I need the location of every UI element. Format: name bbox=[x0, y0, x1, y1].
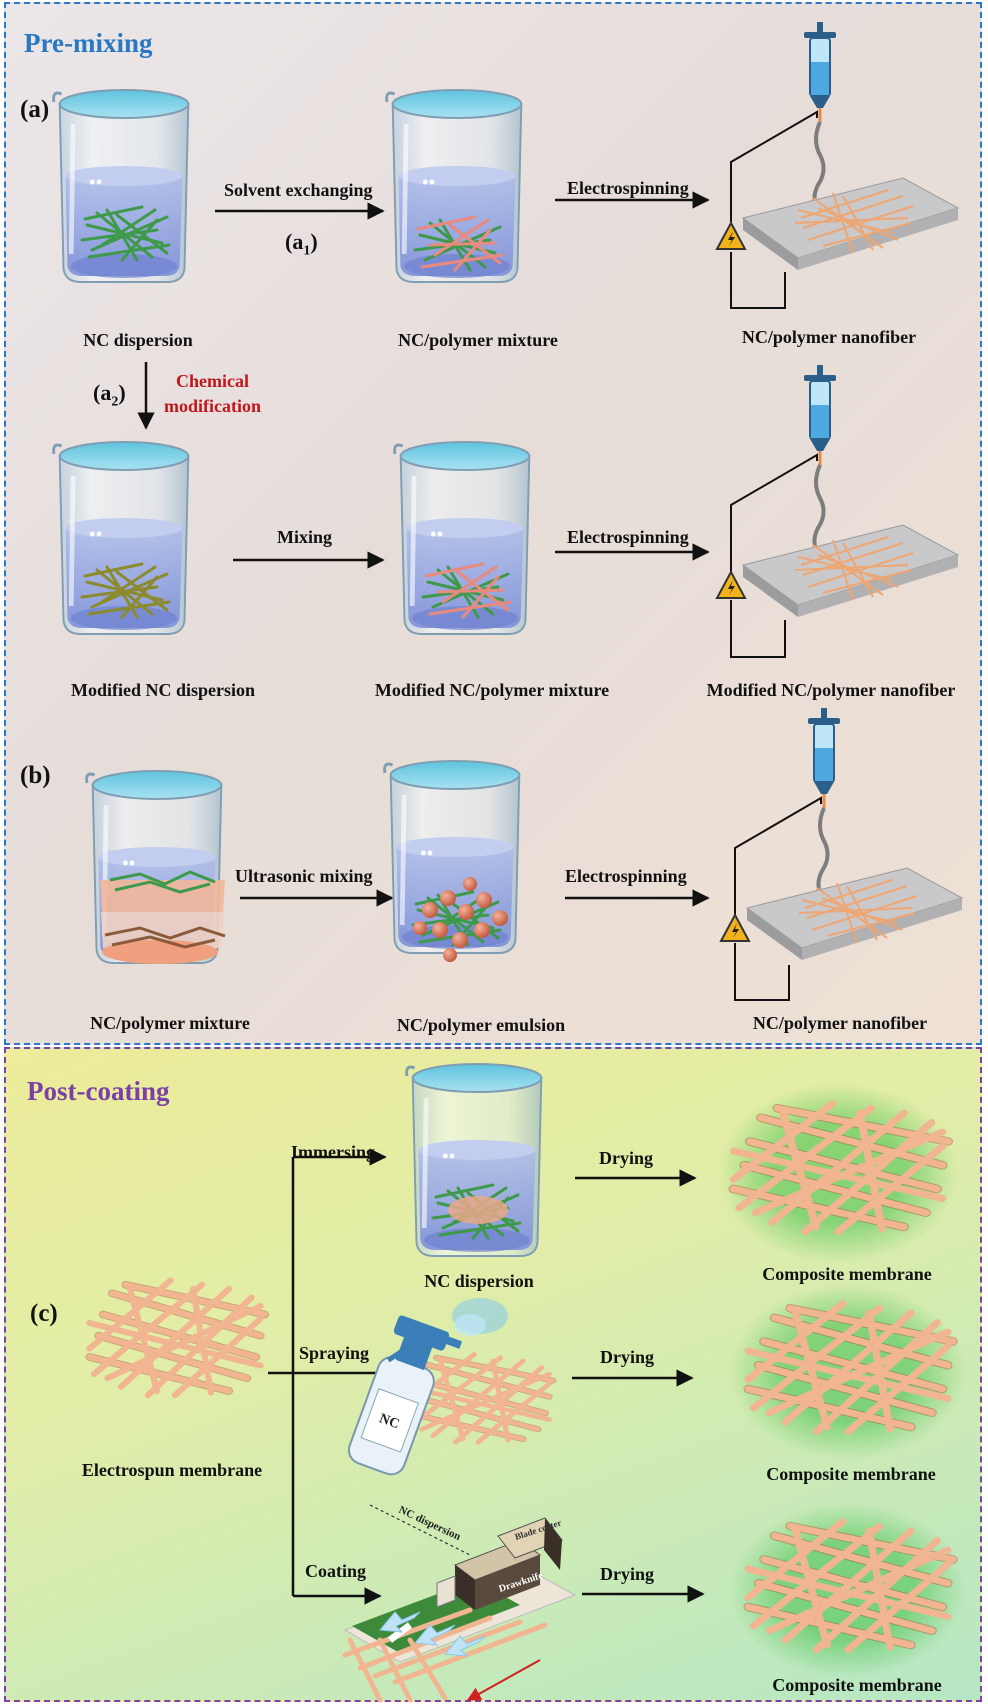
mixing-label: Mixing bbox=[277, 527, 333, 547]
spray-bottle-icon: NC bbox=[347, 1298, 508, 1476]
a2-label: (a2) bbox=[93, 380, 126, 410]
chemical-modification-line-2: modification bbox=[164, 396, 261, 416]
drying-label-3: Drying bbox=[600, 1564, 654, 1584]
immersing-label: Immersing bbox=[291, 1142, 375, 1162]
composite-membrane-1 bbox=[718, 1083, 958, 1263]
high-voltage-warning-icon bbox=[716, 222, 746, 250]
immersed-membrane bbox=[431, 1183, 522, 1240]
syringe-icon bbox=[803, 21, 837, 123]
nc-dispersion-text: NC dispersion bbox=[397, 1504, 463, 1543]
post-coating-title: Post-coating bbox=[27, 1076, 170, 1106]
panel-tag-b: (b) bbox=[20, 762, 51, 789]
a1-subscript: 1 bbox=[303, 243, 311, 259]
electrospun-membrane-label: Electrospun membrane bbox=[81, 1460, 263, 1480]
composite-membrane-label-2: Composite membrane bbox=[766, 1464, 936, 1484]
electrospinning-setup-1 bbox=[716, 21, 959, 309]
nc-polymer-emulsion-label: NC/polymer emulsion bbox=[396, 1015, 566, 1035]
chemical-modification-label: Chemical modification bbox=[164, 369, 261, 419]
composite-membrane-label-1: Composite membrane bbox=[762, 1264, 932, 1284]
emulsion-layers bbox=[100, 870, 226, 964]
panel-tag-a: (a) bbox=[20, 96, 50, 123]
nc-polymer-nanofiber-label-b: NC/polymer nanofiber bbox=[752, 1013, 928, 1033]
beaker-icon bbox=[387, 90, 522, 282]
coating-label: Coating bbox=[305, 1561, 367, 1581]
spraying-label: Spraying bbox=[299, 1343, 370, 1363]
electrospinning-setup-2 bbox=[716, 364, 959, 658]
nc-dispersion-label: NC dispersion bbox=[83, 330, 193, 350]
high-voltage-warning-icon bbox=[716, 571, 746, 599]
a2-tag: (a bbox=[93, 380, 112, 405]
electrospinning-label-2: Electrospinning bbox=[567, 527, 689, 547]
panel-tag-c: (c) bbox=[30, 1300, 58, 1327]
drying-label-1: Drying bbox=[599, 1148, 653, 1168]
pre-mixing-title: Pre-mixing bbox=[24, 28, 153, 58]
a1-label: (a1) bbox=[285, 229, 318, 259]
branch-connectors bbox=[268, 1148, 397, 1605]
immersing-nc-dispersion-label: NC dispersion bbox=[424, 1271, 534, 1291]
high-voltage-warning-icon bbox=[720, 914, 750, 942]
chemical-modification-line-1: Chemical bbox=[176, 371, 249, 391]
bottle-label: NC bbox=[377, 1411, 401, 1432]
nc-polymer-mixture-label: NC/polymer mixture bbox=[398, 330, 558, 350]
a2-subscript: 2 bbox=[111, 394, 119, 410]
fiber-mesh-icon bbox=[90, 1281, 266, 1396]
electrospinning-label-3: Electrospinning bbox=[565, 866, 687, 886]
ultrasonic-mixing-label: Ultrasonic mixing bbox=[235, 866, 373, 886]
beaker-icon bbox=[407, 1064, 542, 1256]
nc-polymer-nanofiber-label: NC/polymer nanofiber bbox=[741, 327, 917, 347]
a1-tag: (a bbox=[285, 229, 304, 254]
solvent-exchanging-label: Solvent exchanging bbox=[224, 180, 373, 200]
modified-nc-polymer-nanofiber-label: Modified NC/polymer nanofiber bbox=[706, 680, 956, 700]
blade-coater-icon: Drawknife Blade coater NC dispersion bbox=[342, 1504, 577, 1703]
syringe-icon bbox=[803, 364, 837, 466]
composite-membrane-label-3: Composite membrane bbox=[772, 1675, 942, 1695]
composite-membrane-2 bbox=[730, 1284, 966, 1460]
modified-nc-dispersion-label: Modified NC dispersion bbox=[70, 680, 256, 700]
beaker-icon bbox=[54, 442, 189, 634]
modified-nc-polymer-mixture-label: Modified NC/polymer mixture bbox=[374, 680, 610, 700]
drying-label-2: Drying bbox=[600, 1347, 654, 1367]
syringe-icon bbox=[807, 707, 841, 809]
electrospinning-setup-3 bbox=[720, 707, 963, 1001]
nc-polymer-emulsion-droplets bbox=[411, 877, 508, 962]
electrospinning-label-1: Electrospinning bbox=[567, 178, 689, 198]
composite-membrane-3 bbox=[730, 1502, 966, 1678]
beaker-icon bbox=[395, 442, 530, 634]
nc-polymer-mixture-label-b: NC/polymer mixture bbox=[90, 1013, 250, 1033]
